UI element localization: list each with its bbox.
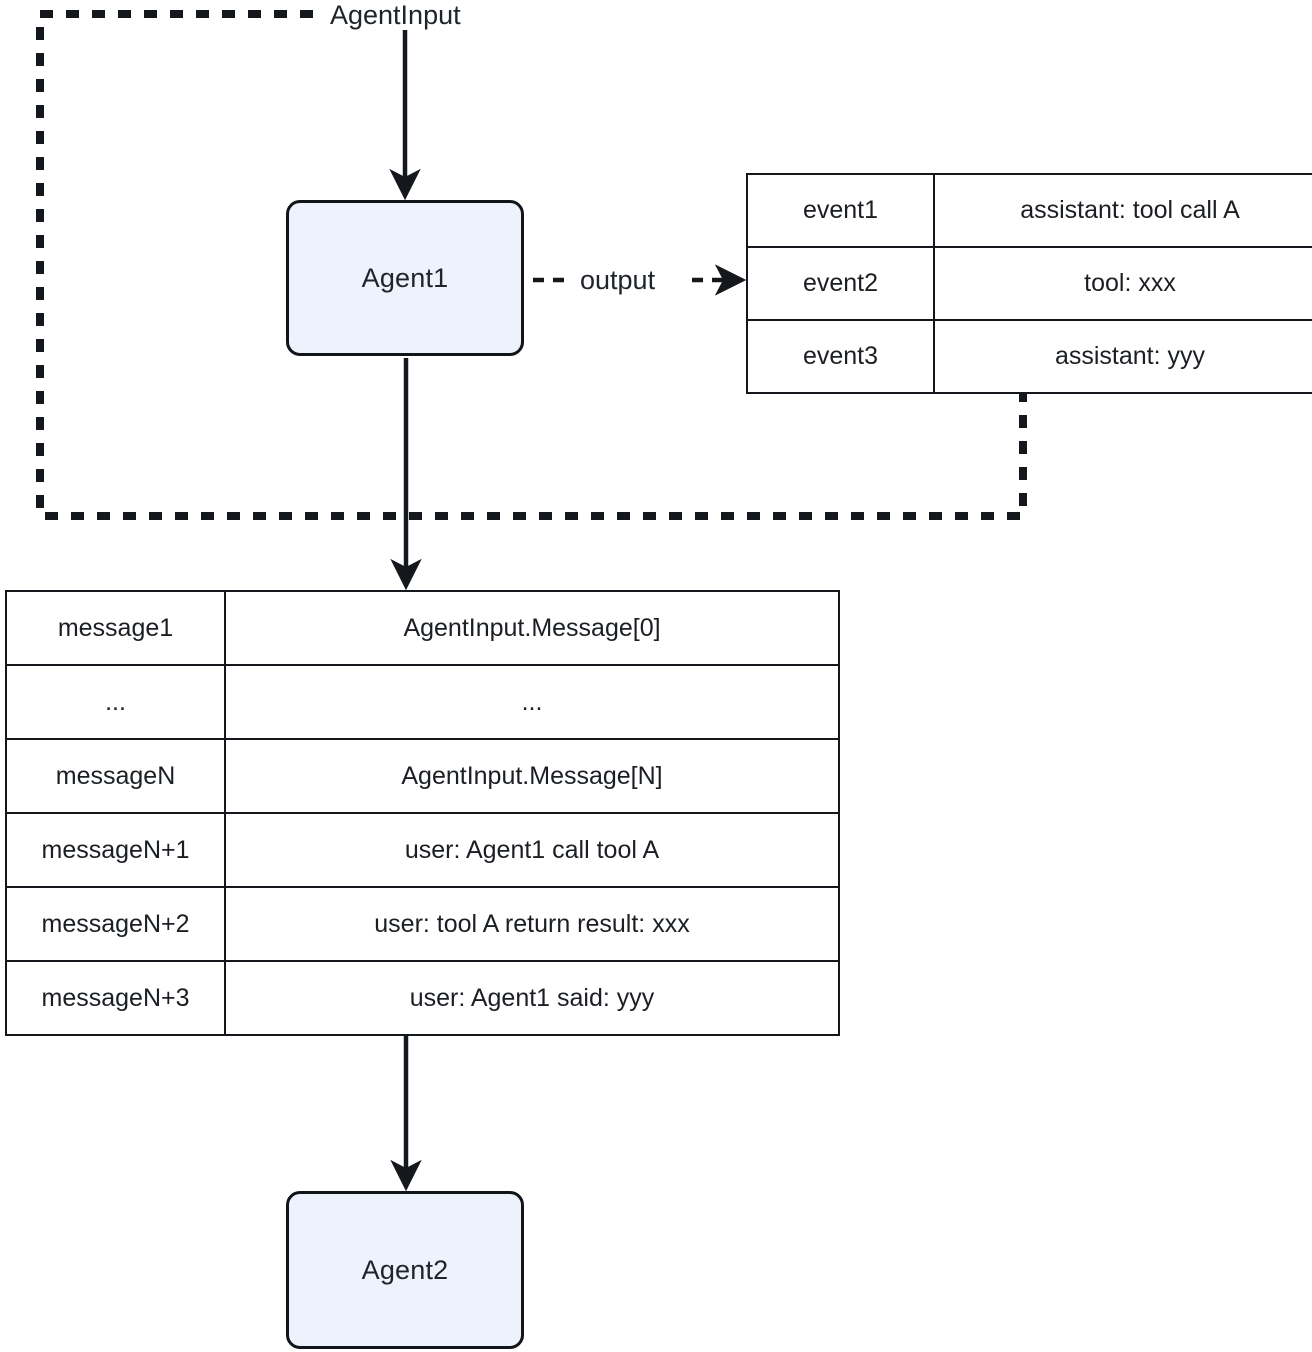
message-value-cell: AgentInput.Message[0]: [224, 590, 840, 666]
table-row: event1 assistant: tool call A: [746, 173, 1312, 248]
message-key-cell: message1: [5, 590, 226, 666]
message-value-cell: user: Agent1 call tool A: [224, 812, 840, 888]
agent-input-label: AgentInput: [330, 0, 461, 30]
agent2-node[interactable]: Agent2: [286, 1191, 524, 1349]
message-value-cell: user: tool A return result: xxx: [224, 886, 840, 962]
table-row: messageN+3 user: Agent1 said: yyy: [5, 960, 840, 1036]
message-table: message1 AgentInput.Message[0] ... ... m…: [5, 590, 840, 1036]
table-row: event3 assistant: yyy: [746, 319, 1312, 394]
event-key-cell: event1: [746, 173, 935, 248]
table-row: messageN+2 user: tool A return result: x…: [5, 886, 840, 962]
event-key-cell: event2: [746, 246, 935, 321]
event-value-cell: tool: xxx: [933, 246, 1312, 321]
message-value-cell: user: Agent1 said: yyy: [224, 960, 840, 1036]
message-value-cell: AgentInput.Message[N]: [224, 738, 840, 814]
message-key-cell: messageN+1: [5, 812, 226, 888]
message-table-body: message1 AgentInput.Message[0] ... ... m…: [5, 590, 840, 1036]
message-value-cell: ...: [224, 664, 840, 740]
table-row: messageN AgentInput.Message[N]: [5, 738, 840, 814]
message-key-cell: messageN: [5, 738, 226, 814]
event-table-body: event1 assistant: tool call A event2 too…: [746, 173, 1312, 394]
message-key-cell: messageN+3: [5, 960, 226, 1036]
message-key-cell: ...: [5, 664, 226, 740]
event-key-cell: event3: [746, 319, 935, 394]
output-edge-label: output: [580, 265, 656, 295]
event-table: event1 assistant: tool call A event2 too…: [746, 173, 1312, 394]
event-value-cell: assistant: tool call A: [933, 173, 1312, 248]
message-key-cell: messageN+2: [5, 886, 226, 962]
table-row: messageN+1 user: Agent1 call tool A: [5, 812, 840, 888]
table-row: message1 AgentInput.Message[0]: [5, 590, 840, 666]
agent2-node-label: Agent2: [361, 1254, 449, 1285]
agent1-node[interactable]: Agent1: [286, 200, 524, 356]
event-value-cell: assistant: yyy: [933, 319, 1312, 394]
agent1-node-label: Agent1: [361, 262, 449, 293]
table-row: ... ...: [5, 664, 840, 740]
table-row: event2 tool: xxx: [746, 246, 1312, 321]
